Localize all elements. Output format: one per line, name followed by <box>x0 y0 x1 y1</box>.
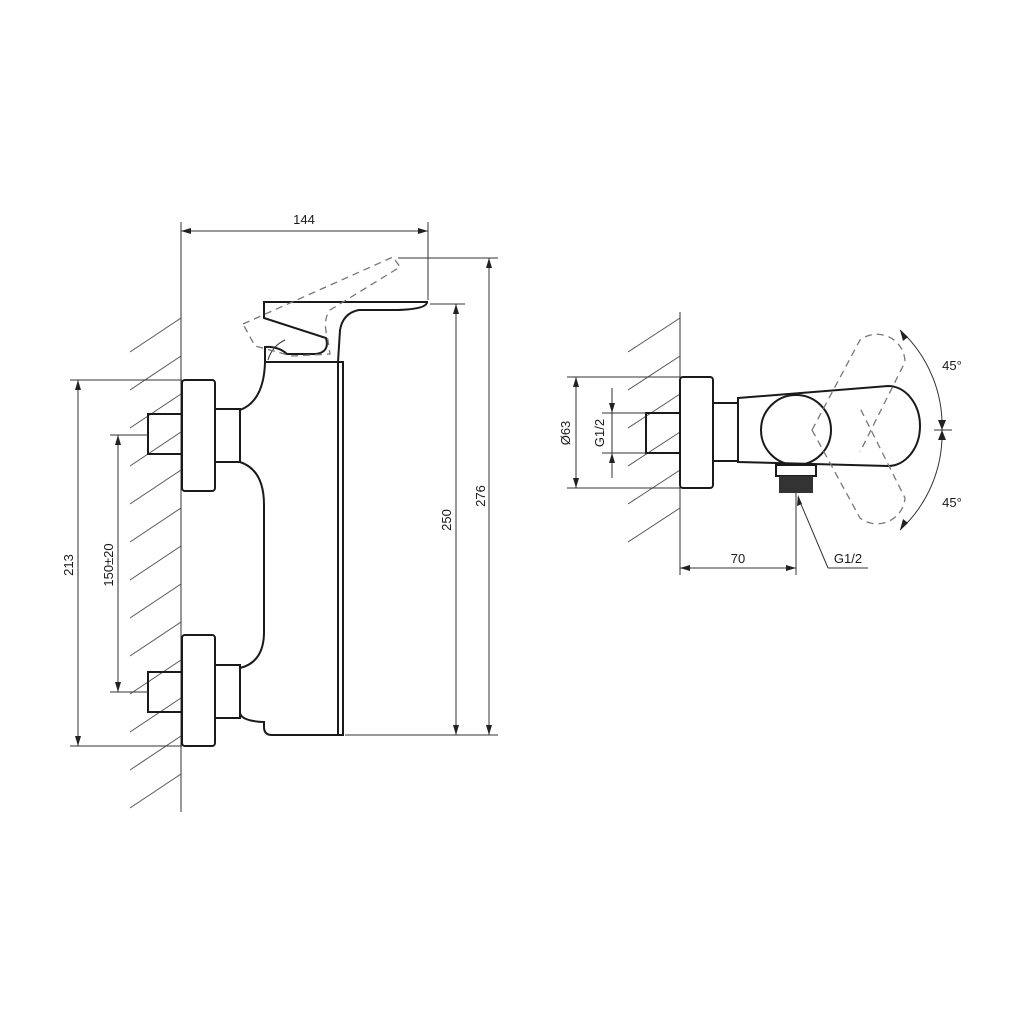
front-view: 144 276 250 213 <box>61 212 498 812</box>
lever-joint <box>267 339 286 361</box>
side-dimensions: Ø63 G1/2 70 G1/2 <box>558 376 868 575</box>
dim-inlet-g12: G1/2 <box>592 419 607 447</box>
mixer-lever-raised-dashed <box>242 256 401 357</box>
dim-height-250: 250 <box>439 509 454 531</box>
front-wall-hatching <box>129 317 182 809</box>
dim-height-276: 276 <box>473 485 488 507</box>
dim-outlet-g12: G1/2 <box>834 551 862 566</box>
dim-width-144: 144 <box>293 212 315 227</box>
dim-depth-70: 70 <box>731 551 745 566</box>
angle-dimensions: 45° 45° <box>899 329 962 531</box>
lower-connection <box>147 634 241 747</box>
side-eccentric-nut <box>712 402 739 462</box>
side-inlet-pipe <box>645 412 681 454</box>
side-wall-hatching <box>627 317 681 543</box>
side-lever <box>737 384 921 468</box>
dim-diameter-63: Ø63 <box>558 421 573 446</box>
dim-angle-up-45: 45° <box>942 358 962 373</box>
front-dimensions: 144 276 250 213 <box>61 212 498 747</box>
lower-rosette <box>181 634 216 747</box>
lower-eccentric-nut <box>214 664 241 719</box>
lever-rotated-dashed <box>811 333 906 525</box>
upper-inlet-pipe <box>147 413 183 455</box>
upper-rosette <box>181 379 216 492</box>
dim-span-213: 213 <box>61 554 76 576</box>
dim-angle-down-45: 45° <box>942 495 962 510</box>
mixer-body <box>239 361 344 736</box>
mixer-lever <box>263 301 429 363</box>
upper-connection <box>147 379 241 492</box>
dim-spacing-150: 150±20 <box>101 543 116 586</box>
upper-eccentric-nut <box>214 408 241 463</box>
side-body-cylinder <box>760 394 832 466</box>
side-view: 45° 45° Ø63 G1/2 70 <box>558 312 962 575</box>
side-rosette <box>679 376 714 489</box>
side-outlet-thread <box>779 476 813 493</box>
side-outlet-nut <box>775 464 817 477</box>
